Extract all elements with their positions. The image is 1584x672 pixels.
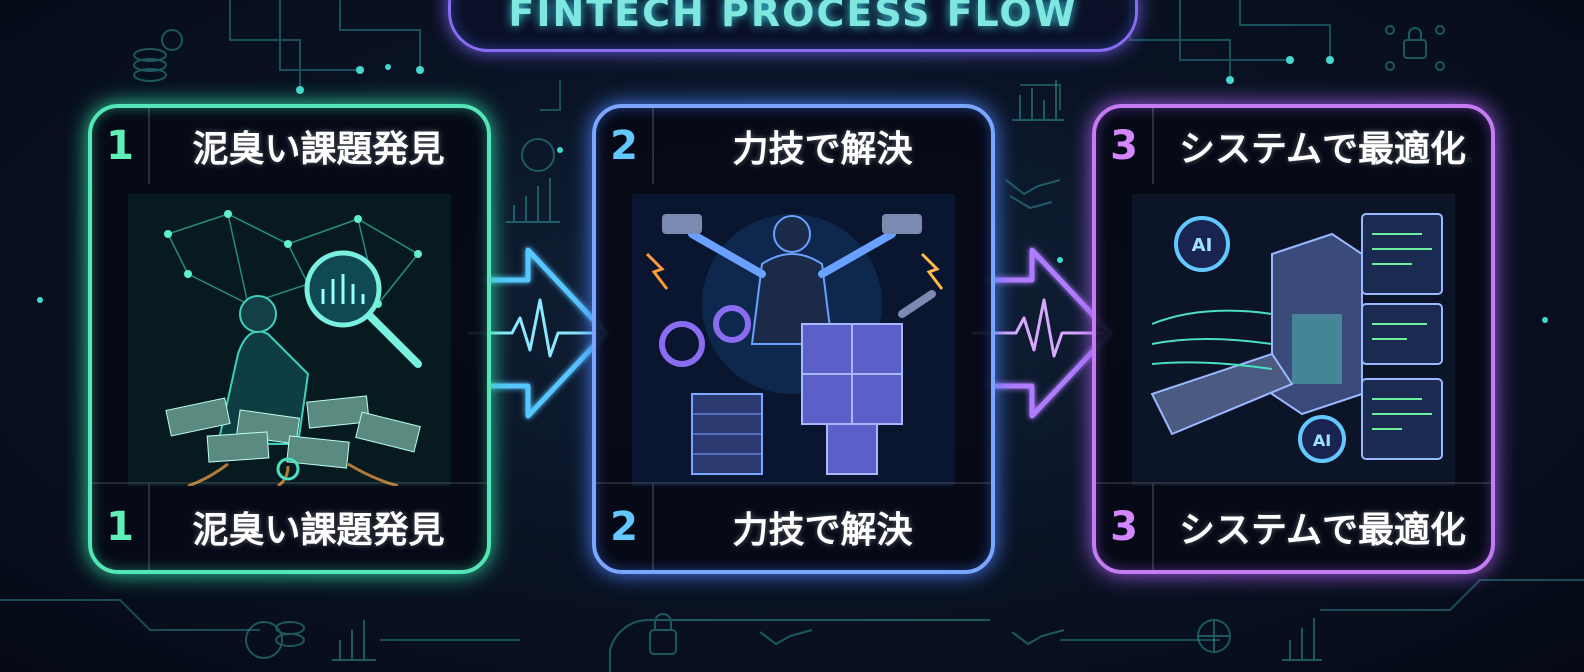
step-title: 力技で解決 — [732, 510, 913, 551]
step-number: 3 — [1096, 484, 1154, 570]
server-icon — [691, 393, 763, 475]
hammer-icon — [662, 214, 922, 234]
bar-chart-icon — [1012, 80, 1064, 121]
gear-icon — [276, 457, 300, 481]
step-number: 2 — [596, 484, 654, 570]
ai-label: AI — [1313, 431, 1331, 450]
conveyor-belt — [1150, 352, 1294, 436]
gear-icon — [659, 305, 751, 367]
ai-label: AI — [1192, 235, 1213, 256]
step-header: 3 システムで最適化 — [1096, 108, 1491, 184]
step-number: 3 — [1096, 108, 1154, 184]
step-card-2: 2 力技で解決 2 力技で解決 — [592, 104, 995, 574]
step-number: 1 — [92, 108, 150, 184]
step-title: 力技で解決 — [732, 129, 913, 170]
bar-chart-icon — [1282, 618, 1322, 661]
wrench-icon — [898, 290, 936, 318]
dollar-coin-icon — [521, 138, 555, 172]
step-number: 2 — [596, 108, 654, 184]
step-header: 2 力技で解決 — [596, 108, 991, 184]
step-title: 泥臭い課題発見 — [192, 510, 445, 551]
step-title: システムで最適化 — [1179, 510, 1466, 551]
lock-network-icon — [1385, 25, 1445, 71]
solve-illustration — [632, 194, 955, 486]
discovery-illustration — [128, 194, 451, 486]
step-title: 泥臭い課題発見 — [192, 129, 445, 170]
gear-icon — [1174, 216, 1230, 272]
step-number: 1 — [92, 484, 150, 570]
globe-icon — [1197, 619, 1231, 653]
money-stack-icon — [133, 29, 183, 82]
step-footer: 2 力技で解決 — [596, 482, 991, 570]
strong-figure — [750, 253, 834, 345]
step-card-1: 1 泥臭い課題発見 — [88, 104, 491, 574]
step-footer: 1 泥臭い課題発見 — [92, 482, 487, 570]
page-title: FINTECH PROCESS FLOW — [508, 0, 1078, 35]
magnifier-icon — [304, 250, 422, 368]
bar-chart-icon — [332, 620, 376, 661]
handshake-icon — [759, 629, 1065, 646]
optimize-illustration: AI AI — [1132, 194, 1455, 486]
title-banner: FINTECH PROCESS FLOW — [448, 0, 1138, 52]
step-card-3: 3 システムで最適化 AI AI 3 システムで最適化 — [1092, 104, 1495, 574]
step-title: システムで最適化 — [1179, 129, 1466, 170]
step-footer: 3 システムで最適化 — [1096, 482, 1491, 570]
gear-icon — [1298, 415, 1346, 463]
dollar-coin-icon — [245, 621, 305, 659]
bar-chart-icon — [506, 178, 560, 223]
handshake-icon — [1005, 179, 1061, 210]
server-icon — [1271, 232, 1363, 416]
padlock-icon — [609, 613, 990, 672]
step-header: 1 泥臭い課題発見 — [92, 108, 487, 184]
